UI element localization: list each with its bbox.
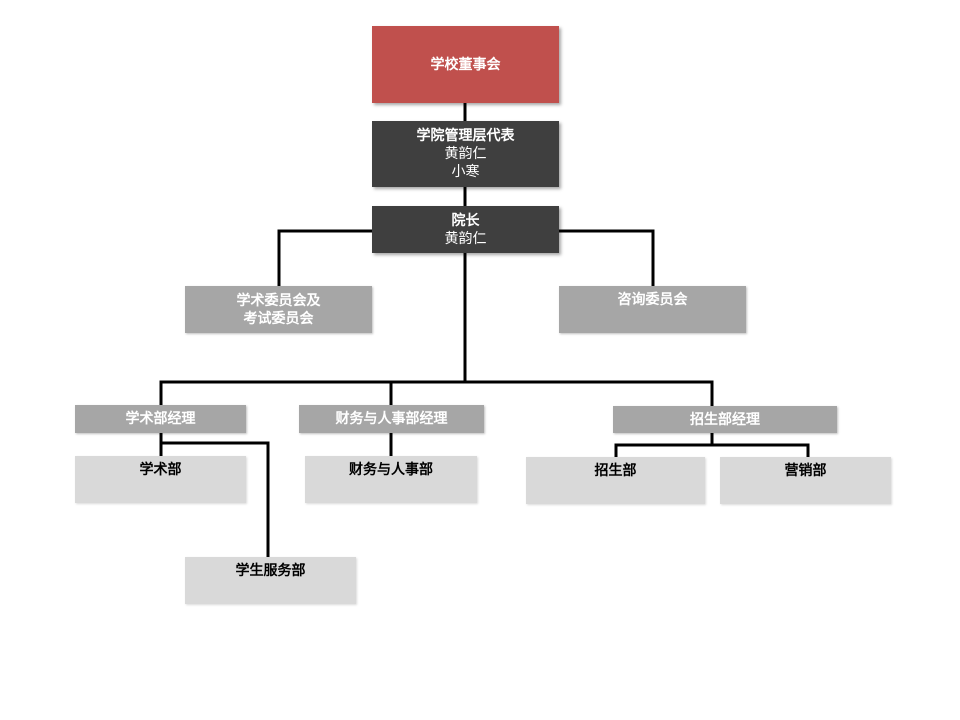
academic-dept-title: 学术部 xyxy=(139,462,182,478)
management-rep-name: 黄韵仁 xyxy=(444,146,487,162)
admissions-manager-node: 招生部经理 xyxy=(613,406,837,433)
management-rep-name: 小寒 xyxy=(451,164,480,180)
academic-exam-committee-line1: 学术委员会及 xyxy=(236,292,321,309)
finance-hr-manager-node: 财务与人事部经理 xyxy=(299,405,484,433)
admissions-dept-node: 招生部 xyxy=(526,457,705,504)
marketing-dept-node: 营销部 xyxy=(720,457,891,504)
finance-hr-dept-node: 财务与人事部 xyxy=(305,456,477,503)
management-rep-title: 学院管理层代表 xyxy=(416,128,515,144)
academic-dept-node: 学术部 xyxy=(75,456,246,503)
advisory-committee-node: 咨询委员会 xyxy=(559,286,746,333)
board-title: 学校董事会 xyxy=(430,56,501,73)
connector-admissions-manager-marketing xyxy=(710,443,810,459)
academic-manager-title: 学术部经理 xyxy=(125,411,196,427)
academic-manager-node: 学术部经理 xyxy=(75,405,246,433)
marketing-dept-title: 营销部 xyxy=(784,463,827,479)
connector-dean-academic-committee xyxy=(277,229,374,288)
connector-dean-advisory-committee xyxy=(557,229,655,288)
board-node: 学校董事会 xyxy=(372,26,559,103)
academic-exam-committee-line2: 考试委员会 xyxy=(243,310,314,327)
management-rep-node: 学院管理层代表 黄韵仁 小寒 xyxy=(372,121,559,187)
finance-hr-dept-title: 财务与人事部 xyxy=(349,462,433,478)
academic-exam-committee-node: 学术委员会及 考试委员会 xyxy=(185,286,372,333)
dean-node: 院长 黄韵仁 xyxy=(372,206,559,253)
connector-admissions-manager-admissions xyxy=(614,443,714,459)
student-services-dept-node: 学生服务部 xyxy=(185,557,356,604)
student-services-dept-title: 学生服务部 xyxy=(235,563,306,579)
advisory-committee-title: 咨询委员会 xyxy=(617,292,688,308)
admissions-manager-title: 招生部经理 xyxy=(690,411,760,428)
dean-name: 黄韵仁 xyxy=(444,230,487,247)
dean-title: 院长 xyxy=(451,212,480,229)
admissions-dept-title: 招生部 xyxy=(594,463,637,479)
finance-hr-manager-title: 财务与人事部经理 xyxy=(335,411,448,427)
connector-academic-manager-student-services xyxy=(159,441,270,559)
